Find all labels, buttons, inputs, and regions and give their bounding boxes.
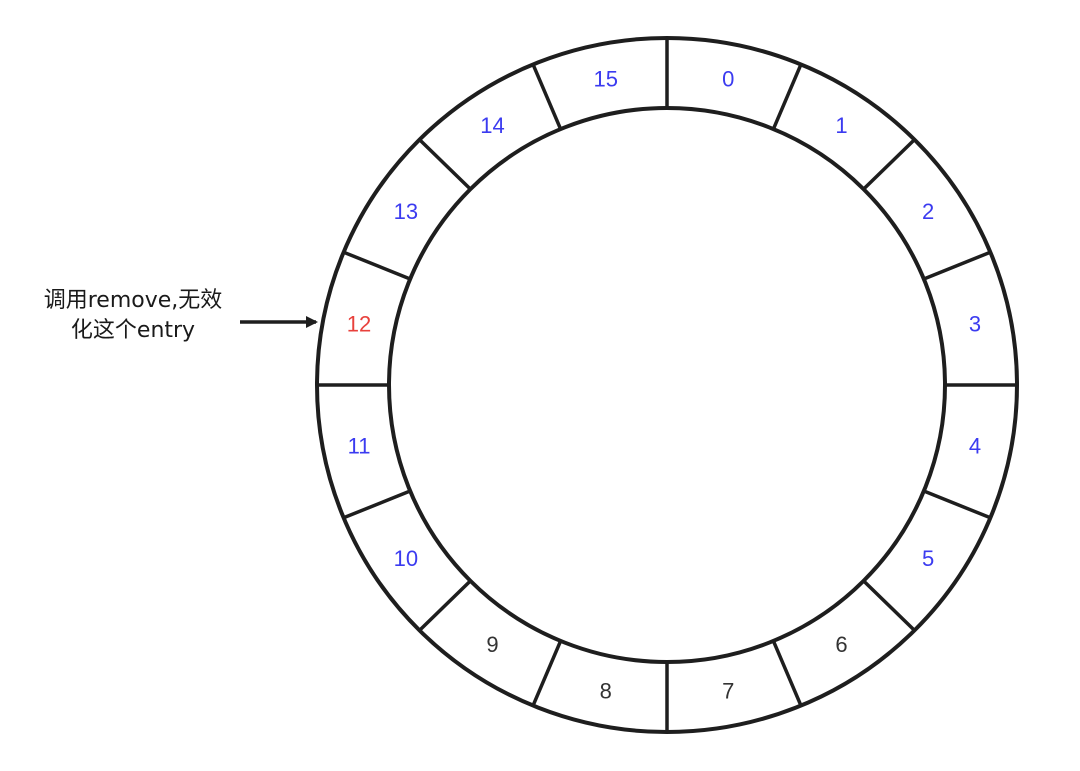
annotation-line-1: 调用remove,无效 (43, 288, 223, 313)
slot-label-4: 4 (969, 433, 981, 458)
slot-label-10: 10 (394, 546, 418, 571)
slot-label-6: 6 (835, 632, 847, 657)
slot-dividers (317, 38, 1017, 732)
slot-label-15: 15 (593, 66, 617, 91)
slot-label-14: 14 (480, 113, 504, 138)
slot-label-5: 5 (922, 546, 934, 571)
slot-divider (862, 579, 916, 632)
slot-label-1: 1 (835, 113, 847, 138)
slot-divider (923, 489, 992, 520)
slot-label-7: 7 (722, 679, 734, 704)
slot-divider (531, 63, 563, 130)
slot-divider (342, 489, 411, 520)
inner-ring (387, 106, 947, 664)
slot-label-3: 3 (969, 312, 981, 337)
slot-label-9: 9 (486, 632, 498, 657)
remove-annotation: 调用remove,无效 化这个entry (18, 286, 248, 346)
slot-divider (342, 250, 411, 281)
slot-divider (531, 640, 563, 707)
slot-label-11: 11 (348, 433, 371, 458)
slot-divider (418, 579, 472, 632)
annotation-line-2: 化这个entry (70, 318, 196, 343)
slot-divider (418, 138, 472, 191)
slot-label-13: 13 (394, 199, 418, 224)
slot-label-12: 12 (347, 312, 371, 337)
slot-divider (862, 138, 916, 191)
slot-divider (771, 640, 803, 707)
slot-divider (923, 250, 992, 281)
slot-label-0: 0 (722, 66, 734, 91)
slot-label-2: 2 (922, 199, 934, 224)
slot-divider (771, 63, 803, 130)
slot-label-8: 8 (600, 679, 612, 704)
